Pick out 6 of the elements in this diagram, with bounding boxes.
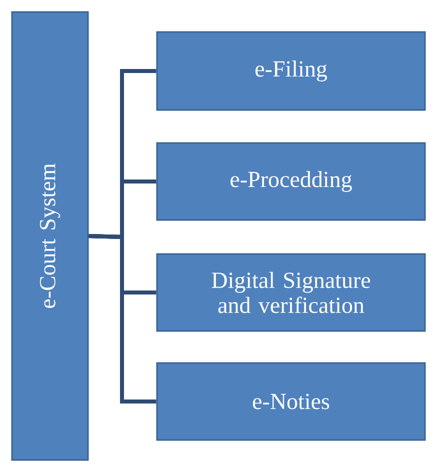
- module-box: Digital Signature and verification: [156, 253, 426, 332]
- module-box: e-Noties: [156, 362, 426, 441]
- module-box: e-Filing: [156, 31, 426, 111]
- system-box: e-Court System: [11, 11, 89, 461]
- bracket-connector: [88, 234, 156, 404]
- module-box: e-Procedding: [156, 142, 426, 221]
